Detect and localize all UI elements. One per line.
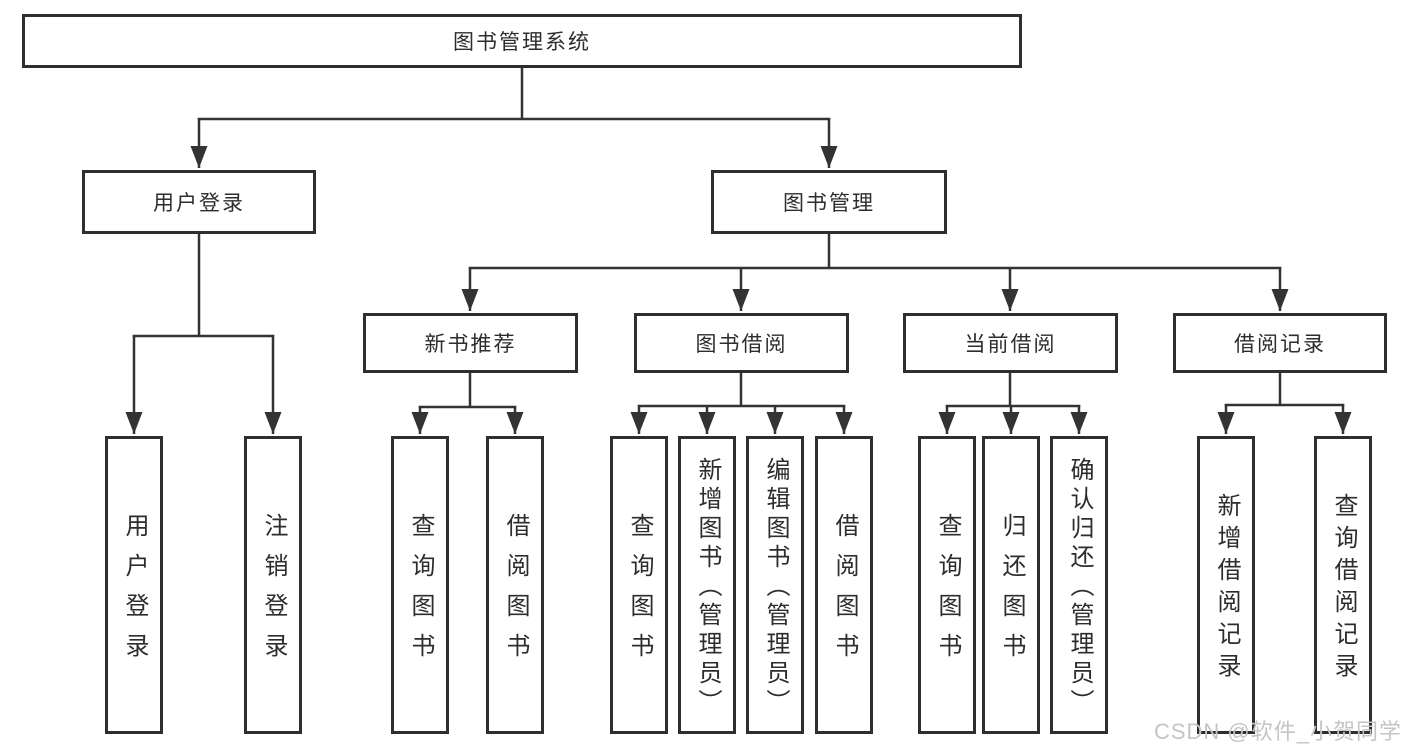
leaf-borrow-books-recommend-label: 借阅图书	[502, 513, 529, 673]
leaf-query-books-recommend: 查询图书	[391, 436, 449, 734]
node-book-borrow-label: 图书借阅	[695, 333, 788, 356]
node-book-borrow: 图书借阅	[634, 313, 849, 373]
node-new-book-recommend-label: 新书推荐	[424, 333, 517, 356]
leaf-query-books-current: 查询图书	[918, 436, 976, 734]
leaf-logout-label: 注销登录	[260, 513, 287, 673]
leaf-return-book: 归还图书	[982, 436, 1040, 734]
node-user-login: 用户登录	[82, 170, 316, 234]
leaf-query-books-recommend-label: 查询图书	[407, 513, 434, 673]
node-book-management: 图书管理	[711, 170, 947, 234]
node-root: 图书管理系统	[22, 14, 1022, 68]
leaf-confirm-return-admin: 确认归还（管理员）	[1050, 436, 1108, 734]
node-new-book-recommend: 新书推荐	[363, 313, 578, 373]
leaf-add-book-admin: 新增图书（管理员）	[678, 436, 736, 734]
node-borrow-records-label: 借阅记录	[1234, 333, 1326, 356]
leaf-query-books-borrow-label: 查询图书	[626, 513, 653, 673]
leaf-add-book-admin-label: 新增图书（管理员）	[694, 457, 721, 718]
leaf-add-borrow-record-label: 新增借阅记录	[1213, 493, 1240, 685]
leaf-query-books-current-label: 查询图书	[934, 513, 961, 673]
node-current-borrow-label: 当前借阅	[964, 333, 1057, 356]
node-user-login-label: 用户登录	[153, 192, 245, 215]
node-current-borrow: 当前借阅	[903, 313, 1118, 373]
leaf-borrow-books-label: 借阅图书	[831, 513, 858, 673]
leaf-add-borrow-record: 新增借阅记录	[1197, 436, 1255, 734]
leaf-query-borrow-record-label: 查询借阅记录	[1330, 493, 1357, 685]
leaf-return-book-label: 归还图书	[998, 513, 1025, 673]
node-borrow-records: 借阅记录	[1173, 313, 1387, 373]
node-root-label: 图书管理系统	[453, 31, 591, 54]
leaf-user-login-label: 用户登录	[121, 513, 148, 673]
leaf-edit-book-admin: 编辑图书（管理员）	[746, 436, 804, 734]
leaf-confirm-return-admin-label: 确认归还（管理员）	[1066, 457, 1093, 718]
leaf-borrow-books-recommend: 借阅图书	[486, 436, 544, 734]
leaf-logout: 注销登录	[244, 436, 302, 734]
leaf-query-borrow-record: 查询借阅记录	[1314, 436, 1372, 734]
leaf-user-login: 用户登录	[105, 436, 163, 734]
leaf-edit-book-admin-label: 编辑图书（管理员）	[762, 457, 789, 718]
leaf-query-books-borrow: 查询图书	[610, 436, 668, 734]
leaf-borrow-books: 借阅图书	[815, 436, 873, 734]
watermark: CSDN @软件_小贺同学	[1153, 719, 1402, 744]
node-book-management-label: 图书管理	[783, 192, 875, 215]
